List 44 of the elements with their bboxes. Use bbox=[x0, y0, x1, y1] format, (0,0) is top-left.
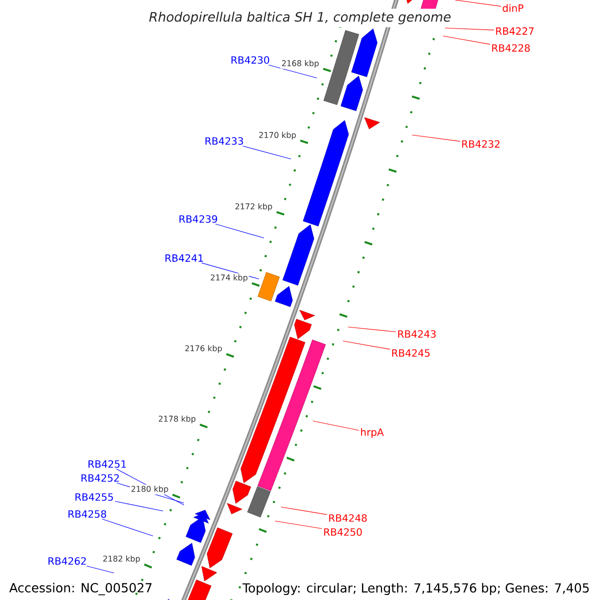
gene-label: RB4245 bbox=[392, 349, 430, 357]
leader-line bbox=[342, 340, 390, 350]
gene-label: RB4230 bbox=[232, 56, 270, 64]
leader-line bbox=[454, 0, 502, 7]
gene-label: RB4232 bbox=[462, 140, 500, 148]
gene-label: RB4248 bbox=[329, 514, 367, 522]
gene-label: dinP bbox=[502, 4, 524, 12]
summary-text: Topology: circular; Length: 7,145,576 bp; Genes: 7,405 bbox=[242, 582, 589, 596]
gene-label: RB4250 bbox=[324, 528, 362, 536]
gene-label: RB4233 bbox=[206, 137, 243, 145]
leader-line bbox=[114, 500, 164, 512]
leader-line bbox=[215, 224, 264, 238]
leader-line bbox=[102, 518, 154, 536]
tick-label: 2174 kbp bbox=[209, 273, 249, 284]
leader-line bbox=[444, 28, 494, 30]
gene-label: RB4227 bbox=[496, 27, 534, 35]
tick-label: 2172 kbp bbox=[234, 202, 274, 212]
leader-line bbox=[412, 134, 460, 142]
accession-text: Accession: NC_005027 bbox=[9, 582, 152, 596]
gene-label: hrpA bbox=[361, 428, 384, 438]
leader-line bbox=[268, 64, 318, 78]
gene-label: RB4239 bbox=[180, 215, 218, 223]
gene-label: RB4262 bbox=[48, 557, 86, 565]
tick-label: 2168 kbp bbox=[280, 59, 320, 69]
tick-label: 2178 kbp bbox=[157, 414, 197, 424]
gene-label: RB4241 bbox=[166, 254, 203, 262]
leader-line bbox=[348, 326, 396, 332]
tick-label: 2176 kbp bbox=[184, 344, 224, 354]
tick-label: 2170 kbp bbox=[258, 130, 298, 141]
leader-line bbox=[274, 520, 322, 529]
leader-line bbox=[442, 36, 490, 45]
gene-label: RB4258 bbox=[68, 510, 106, 518]
title: Rhodopirellula baltica SH 1, complete genome bbox=[146, 8, 454, 28]
tick-label: 2182 kbp bbox=[102, 554, 142, 564]
leader-line bbox=[86, 566, 114, 574]
gene-label: RB4255 bbox=[76, 493, 113, 501]
gene-label: RB4228 bbox=[492, 44, 530, 52]
leader-line bbox=[312, 420, 360, 431]
leader-line bbox=[280, 506, 328, 515]
tick-label: 2180 kbp bbox=[130, 484, 170, 494]
gene-label: RB4251 bbox=[88, 460, 126, 468]
gene-label: RB4243 bbox=[398, 330, 436, 338]
leader-line bbox=[242, 146, 292, 160]
gene-label: RB4252 bbox=[82, 474, 119, 482]
